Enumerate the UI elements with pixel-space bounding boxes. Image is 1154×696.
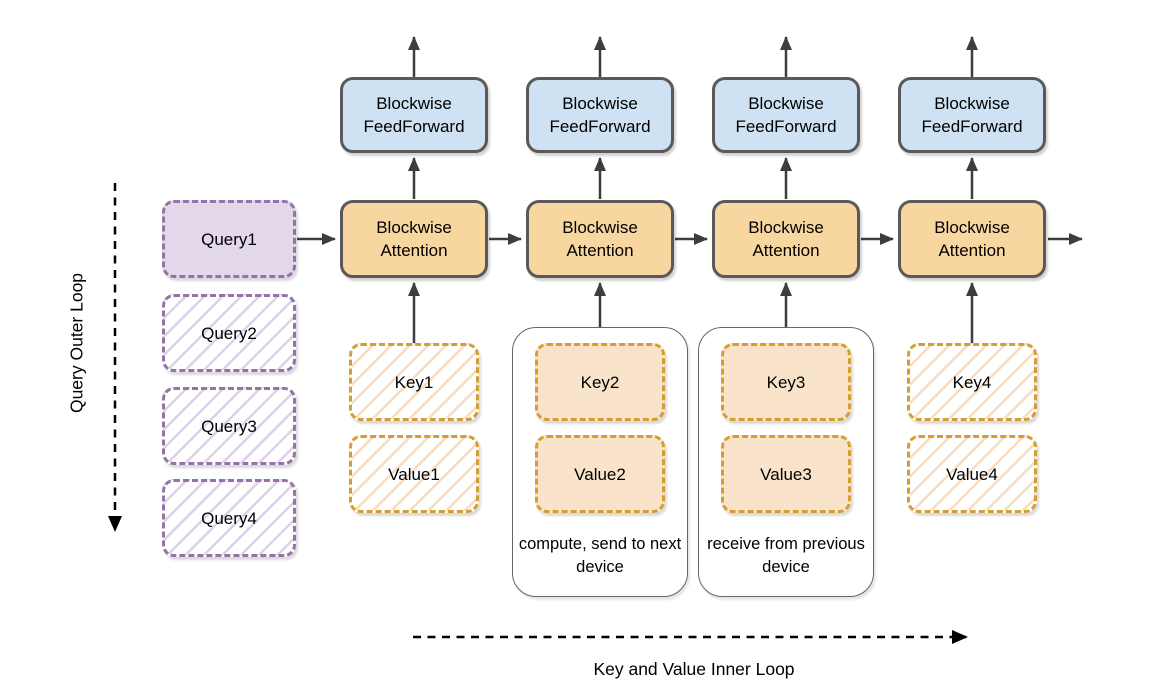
- kv-inner-loop-label: Key and Value Inner Loop: [593, 659, 795, 679]
- value2-label: Value2: [574, 464, 626, 484]
- query1-box: Query1: [162, 200, 296, 278]
- feedforward-box-4: Blockwise FeedForward: [898, 77, 1046, 153]
- attention-box-2: Blockwise Attention: [526, 200, 674, 278]
- key2-label: Key2: [580, 372, 620, 392]
- value3-label: Value3: [760, 464, 812, 484]
- query4-box: Query4: [162, 479, 296, 557]
- key4-box: Key4: [907, 343, 1037, 421]
- attention-label-4: Blockwise Attention: [934, 218, 1010, 260]
- key2-box: Key2: [535, 343, 665, 421]
- feedforward-box-1: Blockwise FeedForward: [340, 77, 488, 153]
- value1-label: Value1: [388, 464, 440, 484]
- attn-to-ff-arrows: [408, 157, 978, 199]
- feedforward-label-2: Blockwise FeedForward: [549, 94, 651, 136]
- key4-label: Key4: [952, 372, 992, 392]
- value3-box: Value3: [721, 435, 851, 513]
- attention-box-4: Blockwise Attention: [898, 200, 1046, 278]
- query3-box: Query3: [162, 387, 296, 465]
- feedforward-box-2: Blockwise FeedForward: [526, 77, 674, 153]
- query3-label: Query3: [201, 416, 257, 436]
- value2-box: Value2: [535, 435, 665, 513]
- key1-box: Key1: [349, 343, 479, 421]
- key3-label: Key3: [766, 372, 806, 392]
- kv-to-attn-arrows: [408, 282, 978, 343]
- key3-box: Key3: [721, 343, 851, 421]
- value1-box: Value1: [349, 435, 479, 513]
- feedforward-label-3: Blockwise FeedForward: [735, 94, 837, 136]
- query2-box: Query2: [162, 294, 296, 372]
- device3-annotation: receive from previous device: [707, 535, 865, 576]
- query4-label: Query4: [201, 508, 257, 528]
- attention-box-1: Blockwise Attention: [340, 200, 488, 278]
- value4-label: Value4: [946, 464, 998, 484]
- query1-label: Query1: [201, 229, 257, 249]
- query2-label: Query2: [201, 323, 257, 343]
- query-outer-loop-label: Query Outer Loop: [66, 272, 87, 414]
- attention-label-3: Blockwise Attention: [748, 218, 824, 260]
- feedforward-label-4: Blockwise FeedForward: [921, 94, 1023, 136]
- key1-label: Key1: [394, 372, 434, 392]
- device2-annotation: compute, send to next device: [518, 535, 682, 576]
- attention-label-1: Blockwise Attention: [376, 218, 452, 260]
- ff-output-arrows: [408, 36, 978, 77]
- feedforward-label-1: Blockwise FeedForward: [363, 94, 465, 136]
- value4-box: Value4: [907, 435, 1037, 513]
- feedforward-box-3: Blockwise FeedForward: [712, 77, 860, 153]
- attention-box-3: Blockwise Attention: [712, 200, 860, 278]
- attention-label-2: Blockwise Attention: [562, 218, 638, 260]
